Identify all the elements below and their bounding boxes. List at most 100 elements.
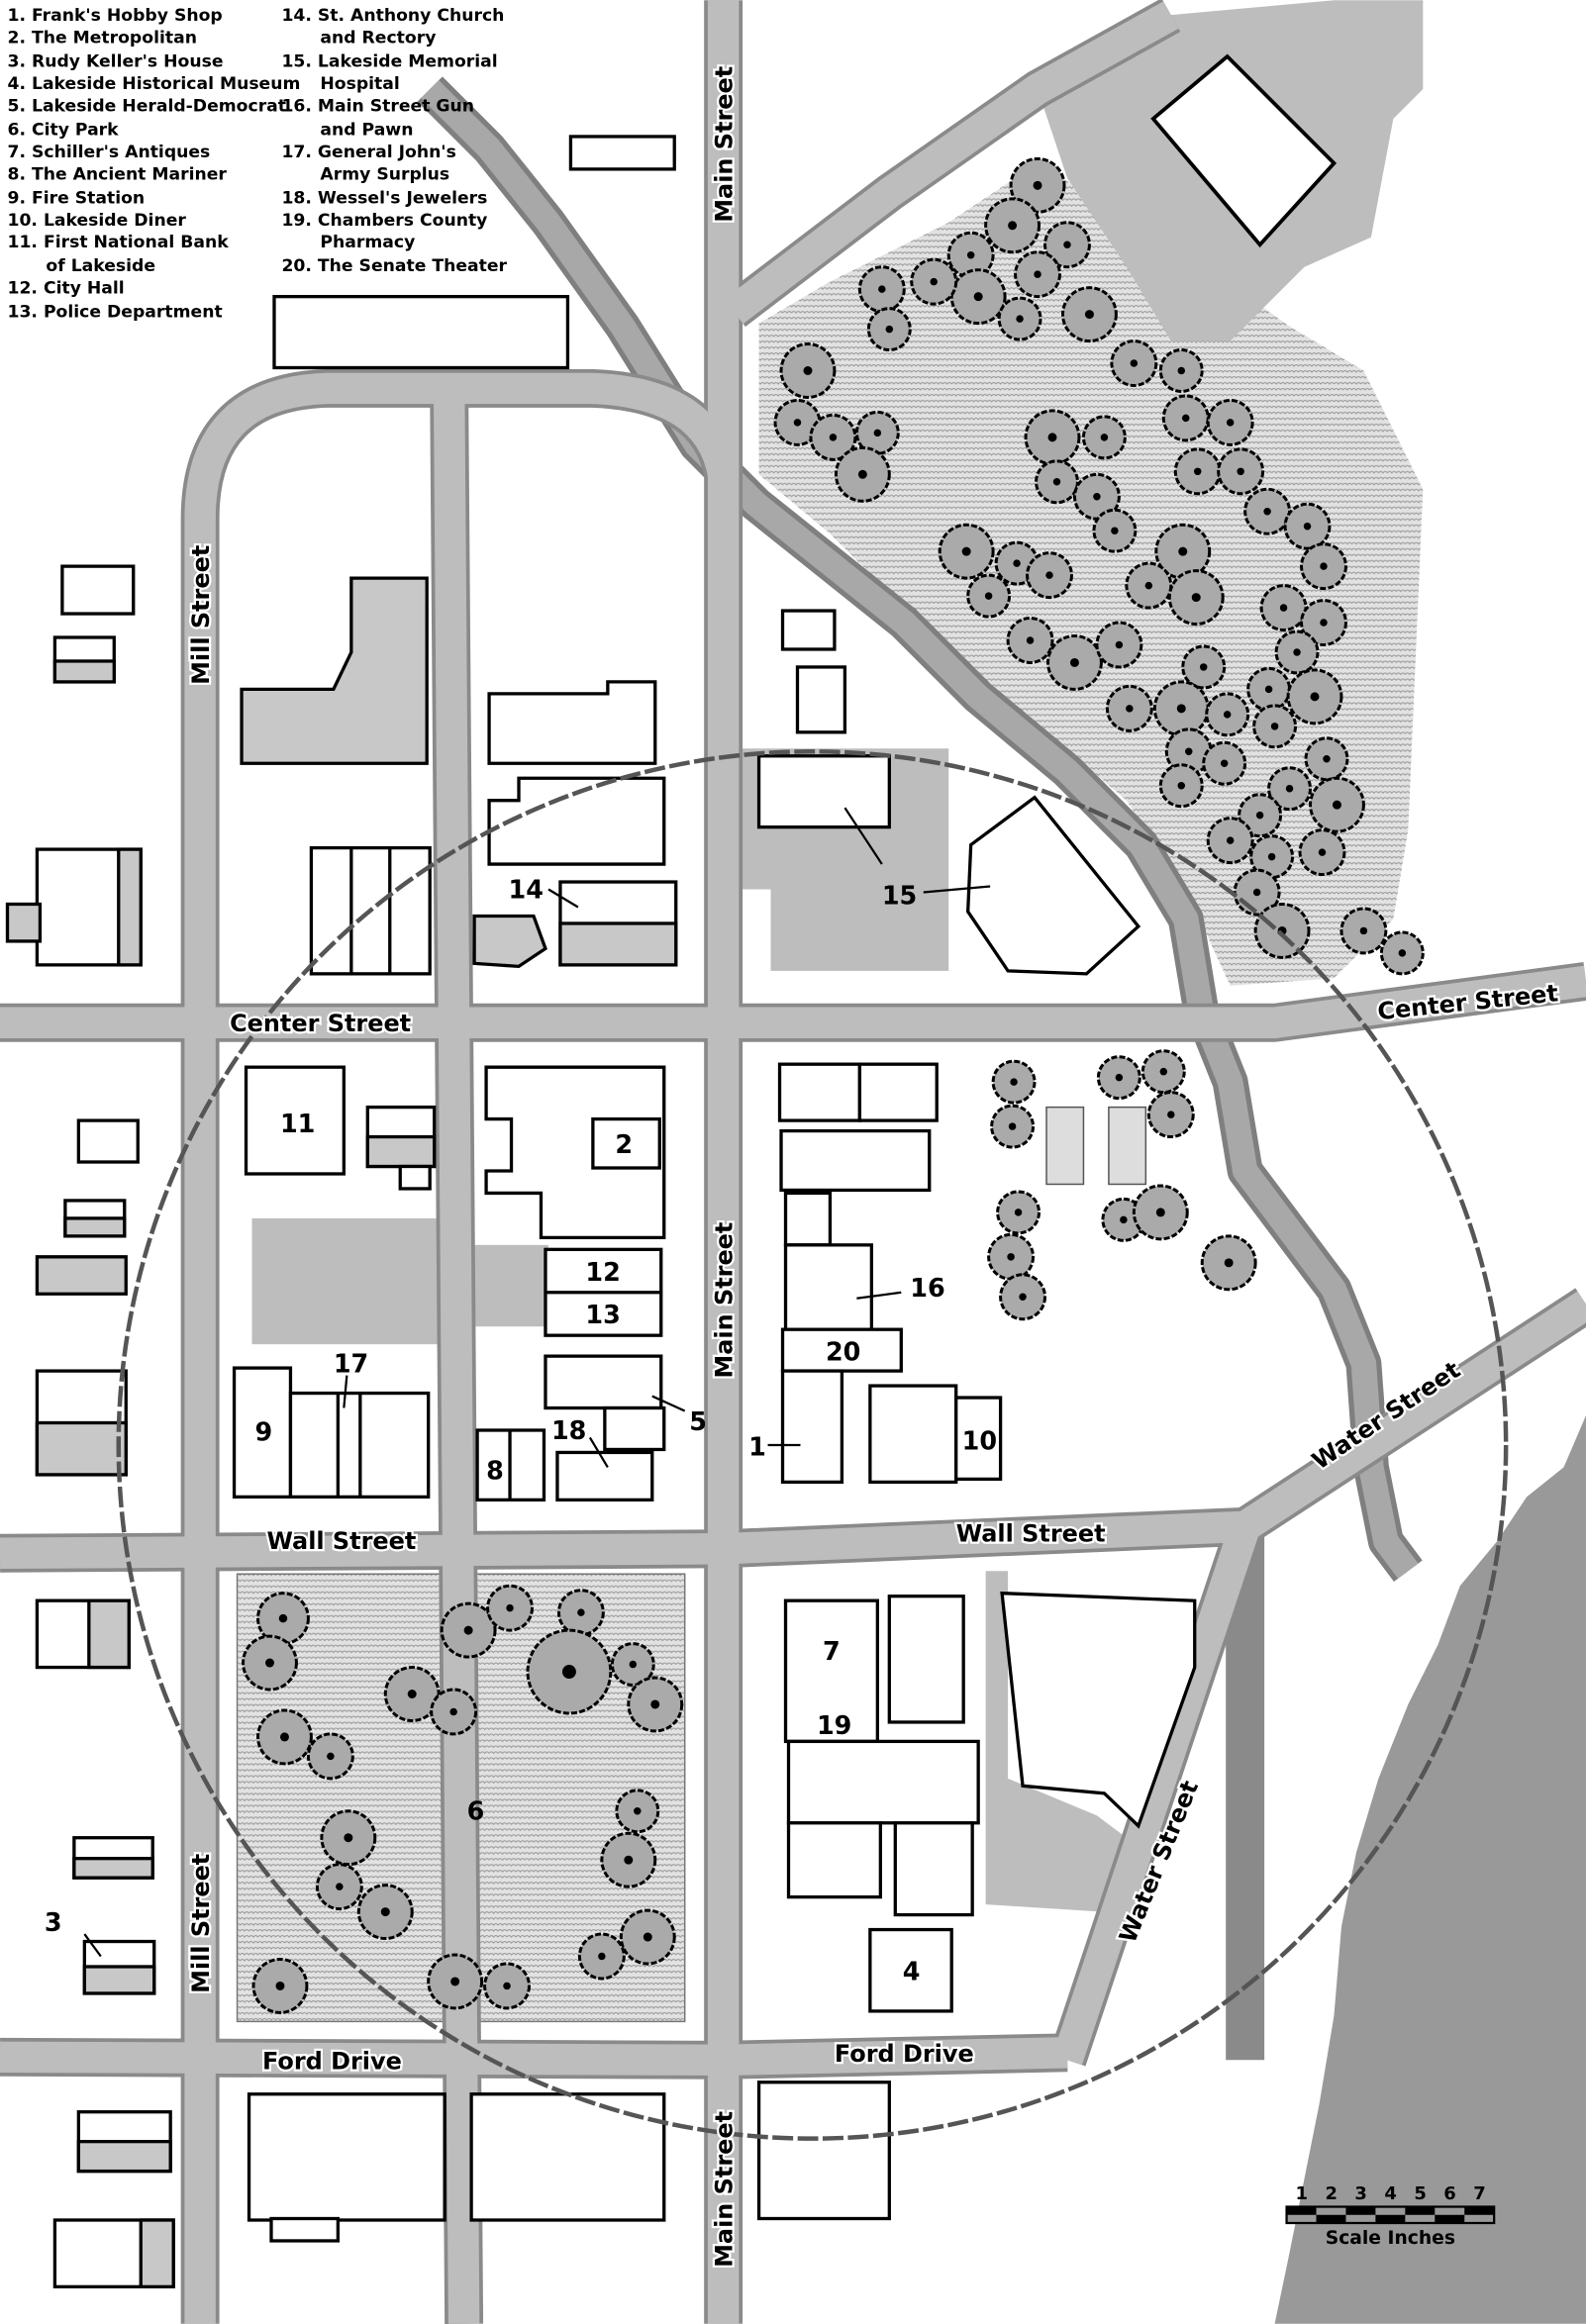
parking-area [985, 1571, 1194, 1912]
tree [1304, 736, 1349, 782]
legend-item: 16. Main Street Gun [281, 96, 474, 116]
tree [1152, 680, 1210, 737]
tree [556, 1589, 605, 1637]
tree [1286, 668, 1343, 726]
tree [1206, 817, 1254, 865]
tree [526, 1628, 613, 1715]
tree [910, 257, 958, 306]
tree [1105, 684, 1153, 732]
legend-item: 18. Wessel's Jewelers [281, 188, 487, 208]
tree [834, 445, 891, 503]
tree [1206, 398, 1254, 446]
street-label-mill: Mill Street [187, 1854, 215, 1993]
tree [1202, 740, 1247, 786]
street-labels: Main Street Main Street Main Street Mill… [185, 64, 1561, 2271]
legend-item: Army Surplus [320, 164, 449, 184]
tree [1217, 447, 1265, 496]
scale-tick: 6 [1443, 2183, 1456, 2204]
tree [1246, 666, 1292, 712]
legend-item: 5. Lakeside Herald-Democrat [7, 96, 286, 116]
tree [866, 307, 912, 352]
street-label-wall: Wall Street [266, 1527, 416, 1555]
tree [619, 1908, 676, 1966]
road-patch [1215, 1526, 1245, 1542]
tree [315, 1863, 363, 1911]
tree [483, 1962, 531, 2010]
tree [938, 523, 995, 580]
location-markers: 1 2 3 4 5 6 7 8 9 10 11 12 13 14 15 16 1… [45, 875, 997, 1986]
marker-8: 8 [486, 1456, 504, 1486]
street-label-wall: Wall Street [956, 1519, 1106, 1547]
tree [1024, 409, 1081, 466]
lot-building [1150, 53, 1338, 248]
tree [1158, 348, 1204, 393]
tree [1146, 1091, 1195, 1139]
tree [1092, 508, 1138, 553]
tree [1253, 902, 1311, 959]
marker-7: 7 [823, 1637, 841, 1667]
tree [1125, 561, 1173, 610]
legend-item: 13. Police Department [7, 303, 222, 323]
marker-12: 12 [585, 1258, 620, 1288]
scale-bar: 1 2 3 4 5 6 7 Scale Inches [1285, 2183, 1496, 2249]
buildings [5, 135, 1197, 2289]
tree [1043, 221, 1091, 269]
tree [356, 1884, 414, 1941]
tree [1243, 487, 1292, 535]
legend-item: Pharmacy [320, 233, 415, 252]
tree [1158, 763, 1204, 809]
marker-6: 6 [467, 1797, 485, 1827]
tree [854, 410, 900, 455]
legend-item: 1. Frank's Hobby Shop [7, 6, 222, 26]
marker-2: 2 [615, 1130, 633, 1160]
tree [1046, 633, 1103, 691]
street-label-main: Main Street [711, 66, 739, 223]
street-label-main: Main Street [711, 2111, 739, 2268]
tree [987, 1232, 1036, 1281]
marker-4: 4 [903, 1957, 921, 1986]
scale-tick: 5 [1414, 2183, 1427, 2204]
tree [1252, 704, 1298, 749]
legend-item: 4. Lakeside Historical Museum [7, 74, 300, 94]
tree [486, 1584, 534, 1632]
tree [610, 1642, 655, 1688]
tree [1267, 766, 1313, 812]
tree [1006, 617, 1054, 664]
legend: 1. Frank's Hobby Shop 2. The Metropolita… [7, 6, 507, 322]
tree [996, 1190, 1041, 1235]
tree [251, 1957, 309, 2014]
tree [600, 1831, 657, 1888]
tree [1140, 1049, 1186, 1095]
marker-3: 3 [45, 1908, 62, 1938]
tree [256, 1592, 310, 1646]
tree [1238, 793, 1283, 838]
legend-item: and Pawn [320, 120, 413, 140]
street-label-center: Center Street [230, 1010, 411, 1037]
tree [966, 573, 1012, 619]
street-label-main: Main Street [711, 1222, 739, 1379]
tree [1259, 584, 1308, 632]
legend-item: 7. Schiller's Antiques [7, 143, 210, 162]
legend-item: 6. City Park [7, 120, 119, 140]
tree [984, 197, 1041, 254]
tree [1298, 828, 1346, 877]
tree [991, 1059, 1037, 1105]
tree [1173, 447, 1222, 496]
tree [1300, 599, 1347, 646]
legend-item: 19. Chambers County [281, 211, 487, 231]
tree [1309, 776, 1365, 833]
tree [1161, 394, 1210, 442]
tree [1300, 542, 1347, 591]
scale-label: Scale Inches [1326, 2228, 1455, 2249]
tree [1205, 692, 1250, 737]
legend-item: Hospital [320, 74, 399, 94]
river [417, 76, 1423, 1583]
marker-1: 1 [748, 1432, 766, 1462]
street-label-ford: Ford Drive [262, 2047, 402, 2075]
marker-10: 10 [962, 1426, 997, 1456]
marker-13: 13 [585, 1301, 620, 1330]
tree [615, 1789, 660, 1834]
marker-15: 15 [882, 881, 917, 911]
scale-tick: 1 [1296, 2183, 1309, 2204]
legend-item: 15. Lakeside Memorial [281, 52, 497, 72]
